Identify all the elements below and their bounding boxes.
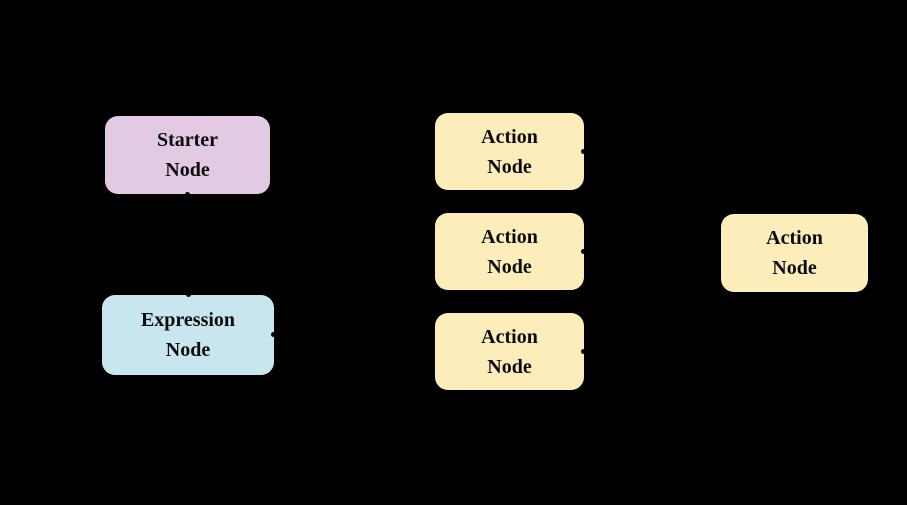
node-starter-label: Starter Node bbox=[156, 129, 219, 181]
node-expression-label: Expression Node bbox=[140, 309, 236, 361]
connector-dot-action-1-right bbox=[581, 149, 586, 154]
connector-dot-expression-right bbox=[271, 332, 276, 337]
node-action-right-label: Action Node bbox=[766, 227, 823, 279]
node-action-right: Action Node bbox=[721, 214, 868, 292]
connector-dot-action-3-right bbox=[581, 349, 586, 354]
connector-dot-expression-top bbox=[186, 292, 191, 297]
node-action-1-label: Action Node bbox=[481, 125, 538, 178]
node-action-2-label: Action Node bbox=[481, 225, 538, 278]
connector-dot-action-2-right bbox=[581, 249, 586, 254]
node-action-1: Action Node bbox=[435, 113, 584, 190]
node-action-3-label: Action Node bbox=[481, 325, 538, 378]
node-starter: Starter Node bbox=[105, 116, 270, 194]
node-action-2: Action Node bbox=[435, 213, 584, 290]
connector-dot-starter-bottom bbox=[185, 192, 190, 197]
node-action-3: Action Node bbox=[435, 313, 584, 390]
node-expression: Expression Node bbox=[102, 295, 274, 375]
